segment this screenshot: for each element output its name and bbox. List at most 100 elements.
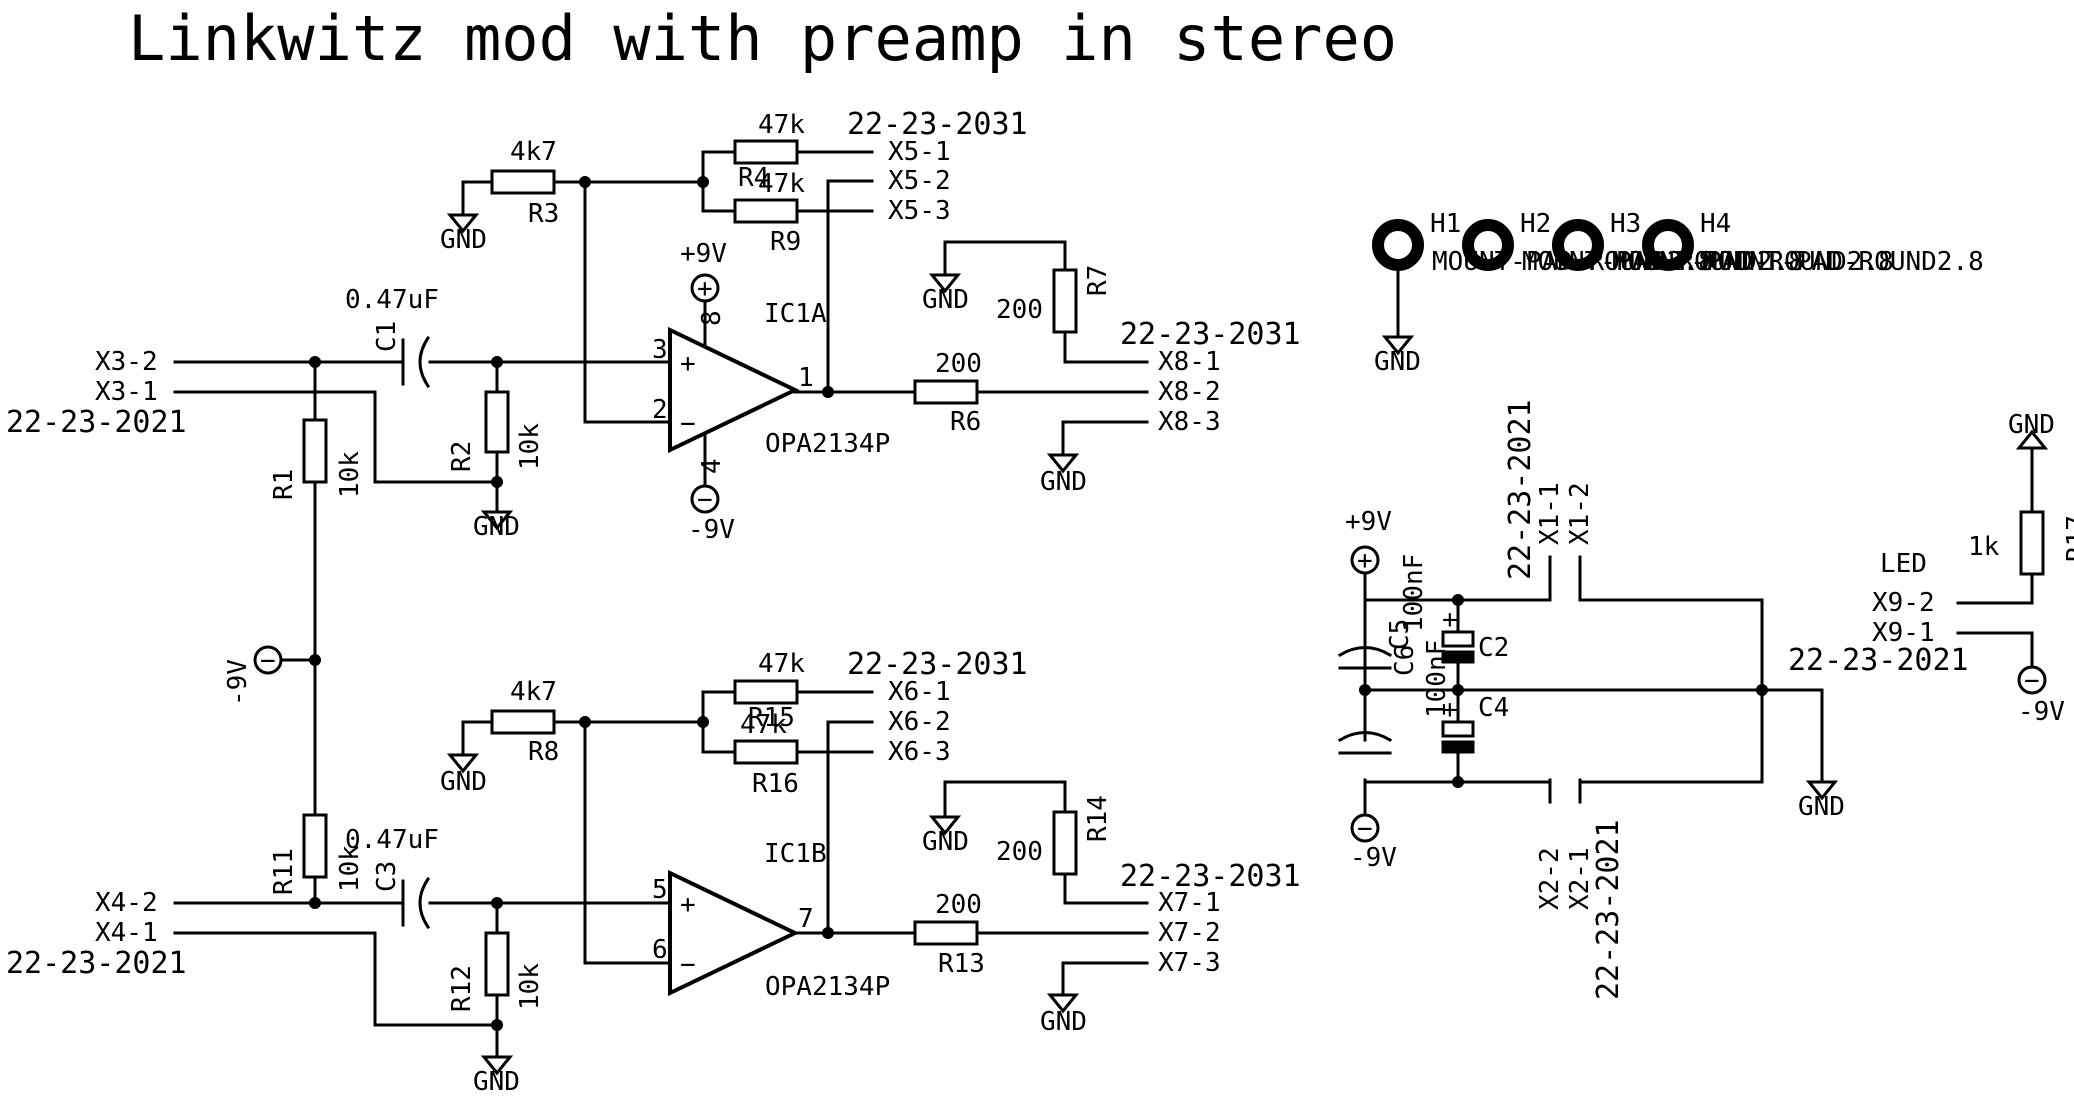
r12-gnd: GND xyxy=(473,1067,520,1097)
connector-label-x3-2: X3-2 xyxy=(95,347,158,377)
minus9v-label: -9V xyxy=(223,659,253,706)
r13-value: 200 xyxy=(935,890,982,920)
minus9v-icon xyxy=(1350,813,1380,843)
r8-value: 4k7 xyxy=(510,677,557,707)
ic1a-minus: − xyxy=(680,409,696,439)
resistor-r16 xyxy=(733,739,799,765)
resistor-r4 xyxy=(733,139,799,165)
resistor-r6 xyxy=(913,379,979,405)
mount-hole-icon xyxy=(1372,219,1424,271)
c4-name: C4 xyxy=(1478,693,1509,723)
h3-label: H3 xyxy=(1610,209,1641,239)
x5-2-label: X5-2 xyxy=(888,166,951,196)
x6-2-label: X6-2 xyxy=(888,707,951,737)
junction-dot xyxy=(822,386,834,398)
ic1a-plus: + xyxy=(680,349,696,379)
ic1a-pin8: 8 xyxy=(697,310,727,326)
r4-value: 47k xyxy=(758,110,805,140)
x9-1-label: X9-1 xyxy=(1872,618,1935,648)
ic1b-pin5: 5 xyxy=(652,875,668,905)
x2-part: 22-23-2021 xyxy=(1591,819,1626,1000)
x1-1-label: X1-1 xyxy=(1535,482,1565,545)
resistor-r17 xyxy=(2019,510,2045,576)
junction-dot xyxy=(1359,684,1371,696)
connector-label-x3-1: X3-1 xyxy=(95,377,158,407)
r2-value: 10k xyxy=(515,423,545,470)
plus9v-sign: + xyxy=(697,274,713,304)
minus9v-icon xyxy=(2017,665,2047,695)
connector-label-x4-1: X4-1 xyxy=(95,918,158,948)
ic1b-part: OPA2134P xyxy=(765,972,890,1002)
r13-name: R13 xyxy=(938,949,985,979)
r3-value: 4k7 xyxy=(510,137,557,167)
c5-name: C5 xyxy=(1385,619,1415,650)
r14-gnd: GND xyxy=(922,827,969,857)
r16-name: R16 xyxy=(752,769,799,799)
r3-gnd: GND xyxy=(440,225,487,255)
r12-name: R12 xyxy=(447,965,477,1012)
minus9v-icon xyxy=(253,645,283,675)
r11-name: R11 xyxy=(269,848,299,895)
holes-gnd: GND xyxy=(1374,347,1421,377)
c1-value: 0.47uF xyxy=(345,285,439,315)
r16-value: 47k xyxy=(740,710,787,740)
r11-value: 10k xyxy=(335,845,365,892)
ic1a-pin1: 1 xyxy=(798,363,814,393)
junction-dot xyxy=(697,716,709,728)
page-title: Linkwitz mod with preamp in stereo xyxy=(128,2,1397,75)
ic1b-pin6: 6 xyxy=(652,935,668,965)
resistor-r14 xyxy=(1052,810,1078,876)
r9-name: R9 xyxy=(770,227,801,257)
c4-plus: + xyxy=(1442,695,1458,725)
c3-value: 0.47uF xyxy=(345,825,439,855)
x2-2-label: X2-2 xyxy=(1535,847,1565,910)
r2-name: R2 xyxy=(447,441,477,472)
ic1a-part: OPA2134P xyxy=(765,429,890,459)
opamp-ic1b xyxy=(668,869,800,997)
x8-2-label: X8-2 xyxy=(1158,377,1221,407)
plus9v-label: +9V xyxy=(680,239,727,269)
mount-hole-icon xyxy=(1552,219,1604,271)
minus9v-label: -9V xyxy=(688,515,735,545)
capacitor-c4 xyxy=(1441,720,1475,754)
r8-gnd: GND xyxy=(440,767,487,797)
junction-dot xyxy=(697,176,709,188)
resistor-r11 xyxy=(302,813,328,879)
power-gnd: GND xyxy=(1798,792,1845,822)
capacitor-c6 xyxy=(1337,731,1393,755)
led-section: GND R17 1k LED X9-2 X9-1 22-23-2021 − -9… xyxy=(1788,410,2074,727)
r17-value: 1k xyxy=(1968,532,2000,562)
minus9v-sign: − xyxy=(260,646,276,676)
x7-gnd: GND xyxy=(1040,1007,1087,1037)
c6-name: C6 xyxy=(1390,645,1420,676)
r6-name: R6 xyxy=(950,407,981,437)
x8-part: 22-23-2031 xyxy=(1120,317,1301,352)
capacitor-c5 xyxy=(1337,646,1393,670)
r15-value: 47k xyxy=(758,649,805,679)
r1-value: 10k xyxy=(335,451,365,498)
h3-value: MOUNT-PAD-ROUND2.8 xyxy=(1612,247,1894,277)
x5-part: 22-23-2031 xyxy=(847,107,1028,142)
ic1b-name: IC1B xyxy=(764,839,827,869)
mounting-holes: H1 H2 H3 H4 MOUNT-PAD-ROUND2.8 MOUNT-PAD… xyxy=(1372,209,1984,377)
r7-value: 200 xyxy=(996,295,1043,325)
x7-3-label: X7-3 xyxy=(1158,948,1221,978)
x9-part: 22-23-2021 xyxy=(1788,643,1969,678)
resistor-r12 xyxy=(484,931,510,997)
x5-3-label: X5-3 xyxy=(888,196,951,226)
resistor-r13 xyxy=(913,920,979,946)
opamp-ic1a xyxy=(668,326,800,454)
r8-name: R8 xyxy=(528,737,559,767)
r7-gnd: GND xyxy=(922,285,969,315)
x8-3-label: X8-3 xyxy=(1158,407,1221,437)
h1-label: H1 xyxy=(1430,209,1461,239)
capacitor-c2 xyxy=(1441,630,1475,664)
r17-name: R17 xyxy=(2062,515,2074,562)
r2-gnd: GND xyxy=(473,512,520,542)
led-minus9v: -9V xyxy=(2018,697,2065,727)
capacitor-c1 xyxy=(401,335,431,389)
x6-1-label: X6-1 xyxy=(888,677,951,707)
connector-part-x3: 22-23-2021 xyxy=(6,405,187,440)
plus9v-icon xyxy=(690,273,720,303)
channel-b: R11 10k X4-2 X4-1 22-23-2021 0.47uF C3 G… xyxy=(6,647,1301,1097)
